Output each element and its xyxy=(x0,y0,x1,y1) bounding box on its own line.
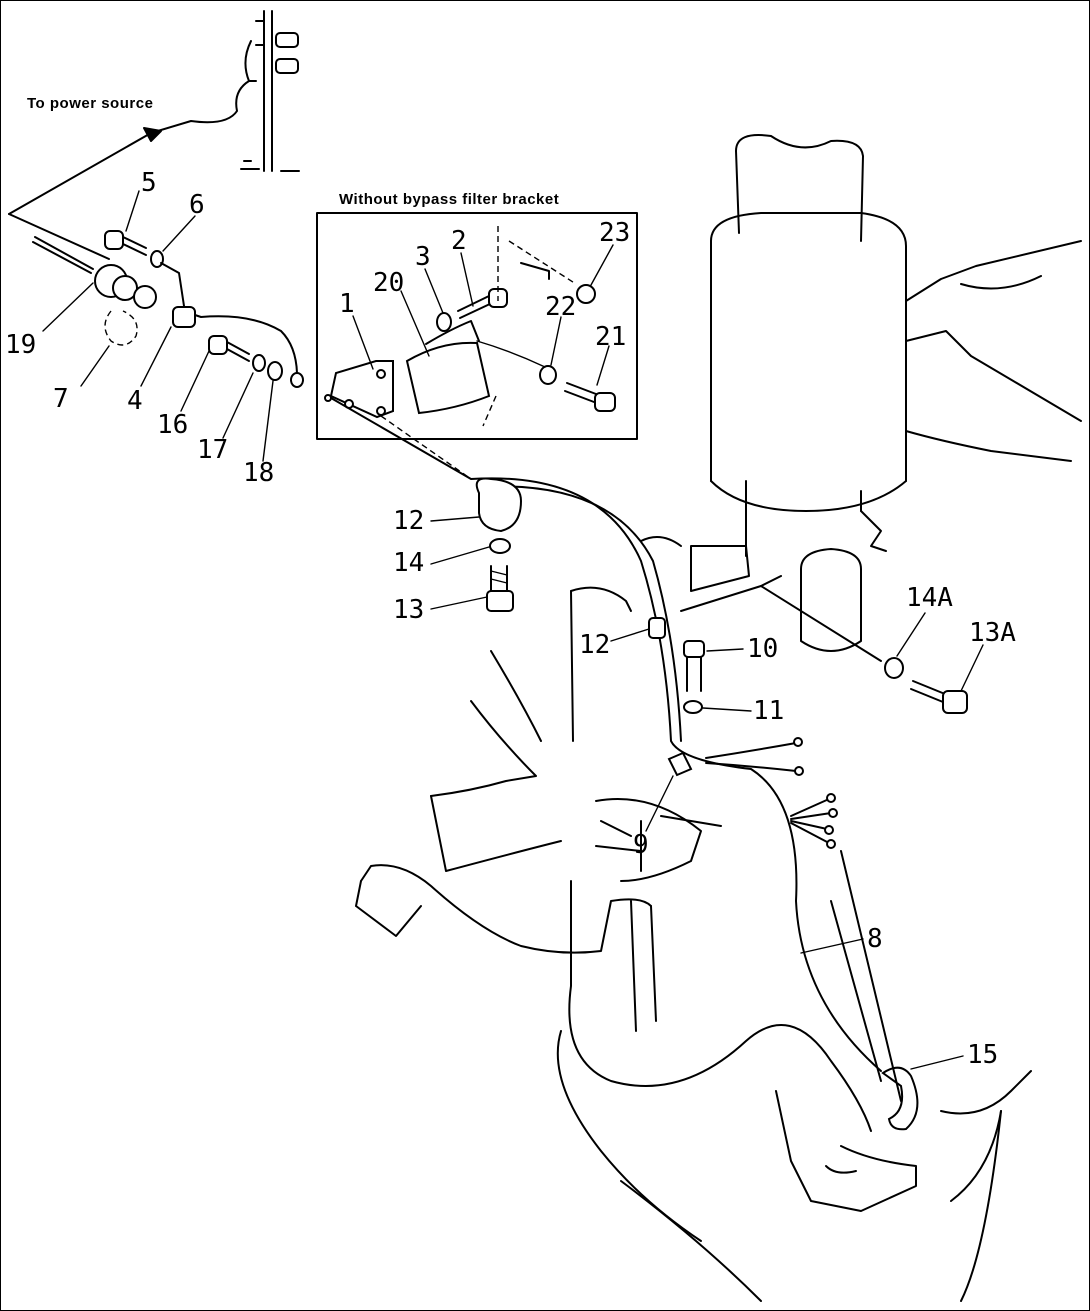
label-4: 4 xyxy=(127,386,143,416)
label-7: 7 xyxy=(53,384,69,414)
clip-12 xyxy=(475,477,523,612)
clamp-15 xyxy=(881,1066,919,1131)
washer-14a xyxy=(884,657,904,679)
label-10: 10 xyxy=(747,634,778,664)
label-15: 15 xyxy=(967,1040,998,1070)
label-18: 18 xyxy=(243,458,274,488)
label-1: 1 xyxy=(339,289,355,319)
engine-outline xyxy=(355,134,1082,1302)
label-6: 6 xyxy=(189,190,205,220)
bypass-bracket-box xyxy=(316,212,638,440)
power-arrow xyxy=(143,127,162,142)
switch-assembly xyxy=(32,230,304,388)
leader-lines xyxy=(42,190,984,1070)
label-23: 23 xyxy=(599,218,630,248)
label-8: 8 xyxy=(867,924,883,954)
label-5: 5 xyxy=(141,168,157,198)
label-12: 12 xyxy=(393,506,424,536)
power-source-terminal xyxy=(240,10,300,172)
label-21: 21 xyxy=(595,322,626,352)
label-19: 19 xyxy=(5,330,36,360)
power-lead xyxy=(8,80,250,215)
label-17: 17 xyxy=(197,435,228,465)
label-3: 3 xyxy=(415,242,431,272)
label-14: 14 xyxy=(393,548,424,578)
caption-bracket-box: Without bypass filter bracket xyxy=(339,191,559,208)
label-13a: 13A xyxy=(969,618,1016,648)
clamp-9 xyxy=(667,751,693,777)
bracket-parts xyxy=(324,226,616,427)
label-12b: 12 xyxy=(579,630,610,660)
label-20: 20 xyxy=(373,268,404,298)
bolt-10 xyxy=(683,640,705,714)
label-9: 9 xyxy=(633,830,649,860)
label-2: 2 xyxy=(451,226,467,256)
label-14a: 14A xyxy=(906,583,953,613)
label-16: 16 xyxy=(157,410,188,440)
label-22: 22 xyxy=(545,292,576,322)
label-11: 11 xyxy=(753,696,784,726)
callout-labels: 5 6 19 7 4 16 17 18 1 20 3 2 23 22 21 12… xyxy=(5,168,1016,1070)
harness-wire xyxy=(330,397,882,1072)
bolt-13a xyxy=(910,680,968,714)
label-13: 13 xyxy=(393,595,424,625)
clip-12b xyxy=(648,617,666,639)
caption-power-source: To power source xyxy=(27,95,153,112)
